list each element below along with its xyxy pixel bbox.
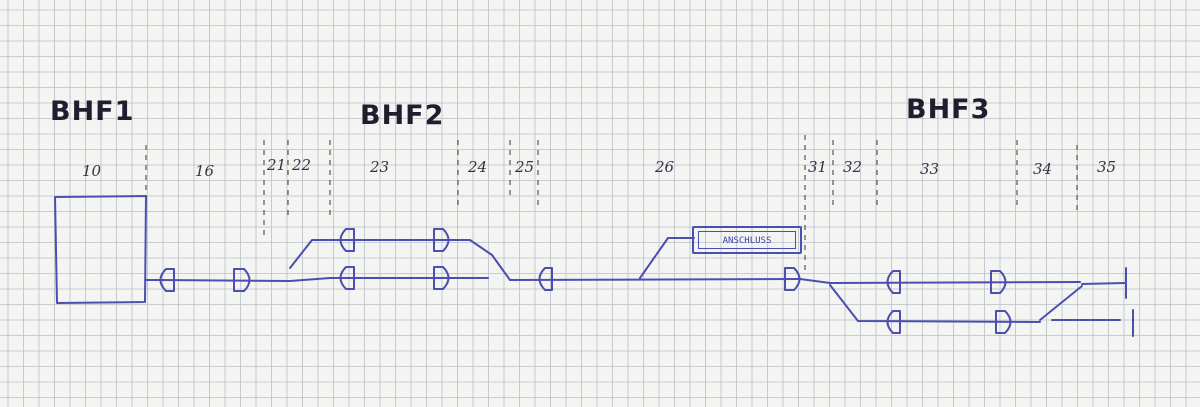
track-bhf2-upper	[289, 239, 511, 281]
station-building-bhf1	[54, 195, 147, 304]
signal-icon	[233, 268, 251, 292]
track-bhf3-lower	[829, 284, 1041, 323]
section-label: 21	[267, 156, 287, 174]
station-label-bhf2: BHF2	[360, 100, 445, 131]
signal-icon	[995, 310, 1012, 334]
section-label: 24	[468, 158, 488, 176]
section-label: 10	[82, 162, 102, 180]
signal-icon	[339, 266, 355, 290]
section-label: 16	[195, 162, 215, 180]
signal-icon	[339, 228, 355, 252]
signal-icon	[784, 267, 801, 291]
track-bhf2-lower	[289, 277, 489, 282]
track-siding-branch	[639, 237, 695, 279]
siding-label: ANSCHLUSS	[698, 231, 796, 249]
track-bhf3-exit-upper	[1081, 282, 1126, 285]
siding-box: ANSCHLUSS	[692, 226, 802, 254]
section-label: 23	[370, 158, 390, 176]
track-main-west	[159, 279, 291, 282]
track-main-middle	[509, 278, 801, 281]
section-label: 31	[808, 158, 828, 176]
signal-icon	[433, 228, 450, 252]
signal-icon	[433, 266, 450, 290]
signal-icon	[538, 267, 553, 291]
section-label: 33	[920, 160, 940, 178]
signal-icon	[990, 270, 1007, 294]
section-label: 26	[655, 158, 675, 176]
section-label: 32	[843, 158, 863, 176]
track-bhf3-upper	[799, 278, 1081, 284]
signal-icon	[886, 270, 901, 294]
track-crossover	[1039, 285, 1083, 321]
station-label-bhf1: BHF1	[50, 96, 135, 127]
station-label-bhf3: BHF3	[906, 94, 991, 125]
section-label: 25	[515, 158, 535, 176]
section-label: 22	[292, 156, 312, 174]
signal-icon	[886, 310, 901, 334]
section-label: 35	[1097, 158, 1117, 176]
signal-icon	[159, 268, 175, 292]
section-label: 34	[1033, 160, 1053, 178]
